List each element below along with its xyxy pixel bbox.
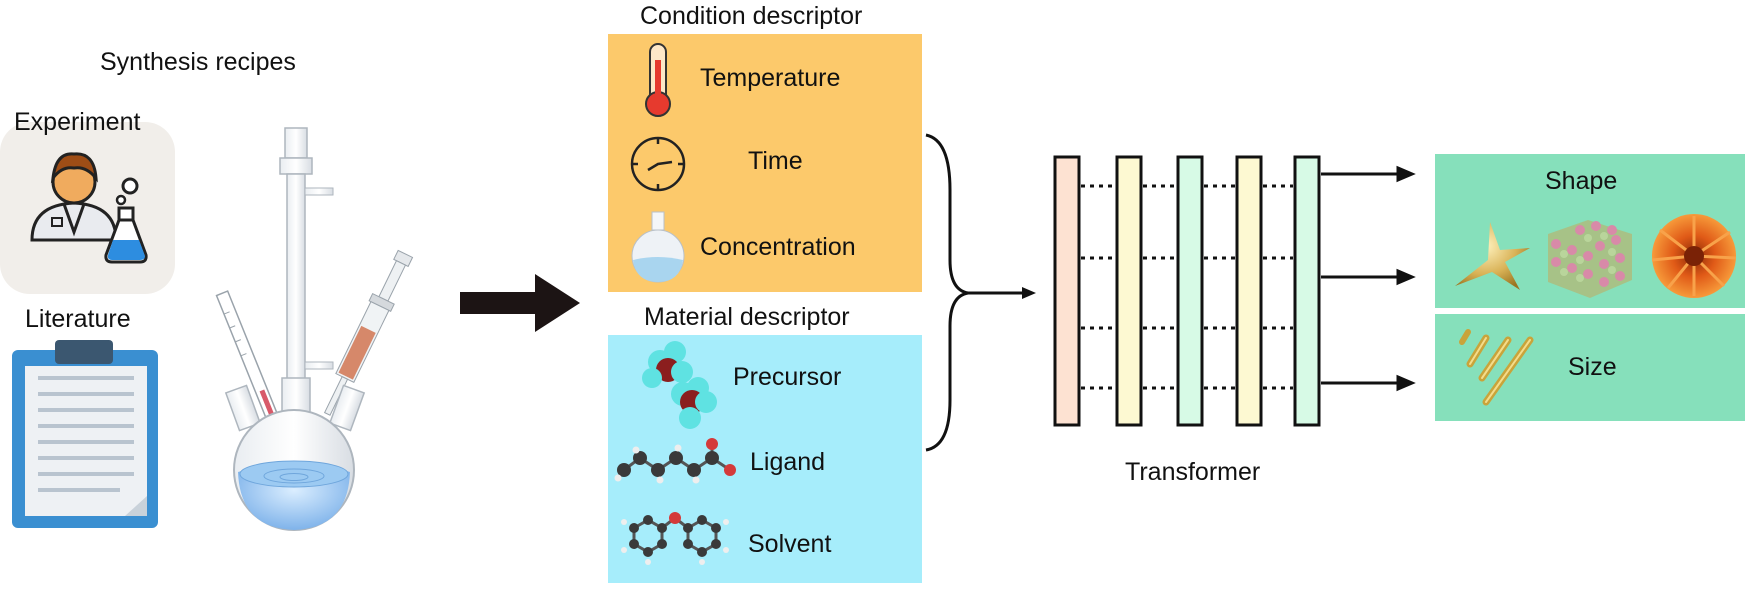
material-descriptor-title: Material descriptor [644,303,850,331]
cube-superlattice-icon [1548,220,1632,298]
transformer-layers [1053,155,1321,427]
reaction-apparatus-icon [215,127,414,531]
solvent-label: Solvent [748,530,832,558]
erlenmeyer-flask-icon [104,177,148,264]
big-right-arrow [460,274,580,332]
temperature-label: Temperature [700,64,841,92]
transformer-label: Transformer [1125,458,1261,486]
flower-nanoparticle-icon [1651,214,1737,298]
solvent-molecule-icon [621,512,729,565]
precursor-molecule-icon [642,341,717,429]
star-nanoparticle-icon [1455,222,1530,290]
concentration-label: Concentration [700,233,856,261]
scientist-icon [30,152,118,242]
clock-icon [630,136,686,192]
round-flask-icon [631,211,685,283]
output-arrows [1321,165,1416,392]
size-label: Size [1568,353,1617,381]
transformer-connections [1081,184,1293,390]
experiment-card [0,122,175,294]
ligand-molecule-icon [614,438,736,484]
curly-brace [925,133,969,452]
clipboard-icon [12,340,158,528]
synthesis-recipes-title: Synthesis recipes [100,48,296,76]
literature-label: Literature [25,305,131,333]
time-label: Time [748,147,803,175]
nanorod-icon [1459,329,1534,406]
thermometer-icon [645,43,671,117]
ligand-label: Ligand [750,448,826,476]
condition-descriptor-title: Condition descriptor [640,2,863,30]
experiment-label: Experiment [14,108,141,136]
shape-label: Shape [1545,167,1618,195]
precursor-label: Precursor [733,363,842,391]
